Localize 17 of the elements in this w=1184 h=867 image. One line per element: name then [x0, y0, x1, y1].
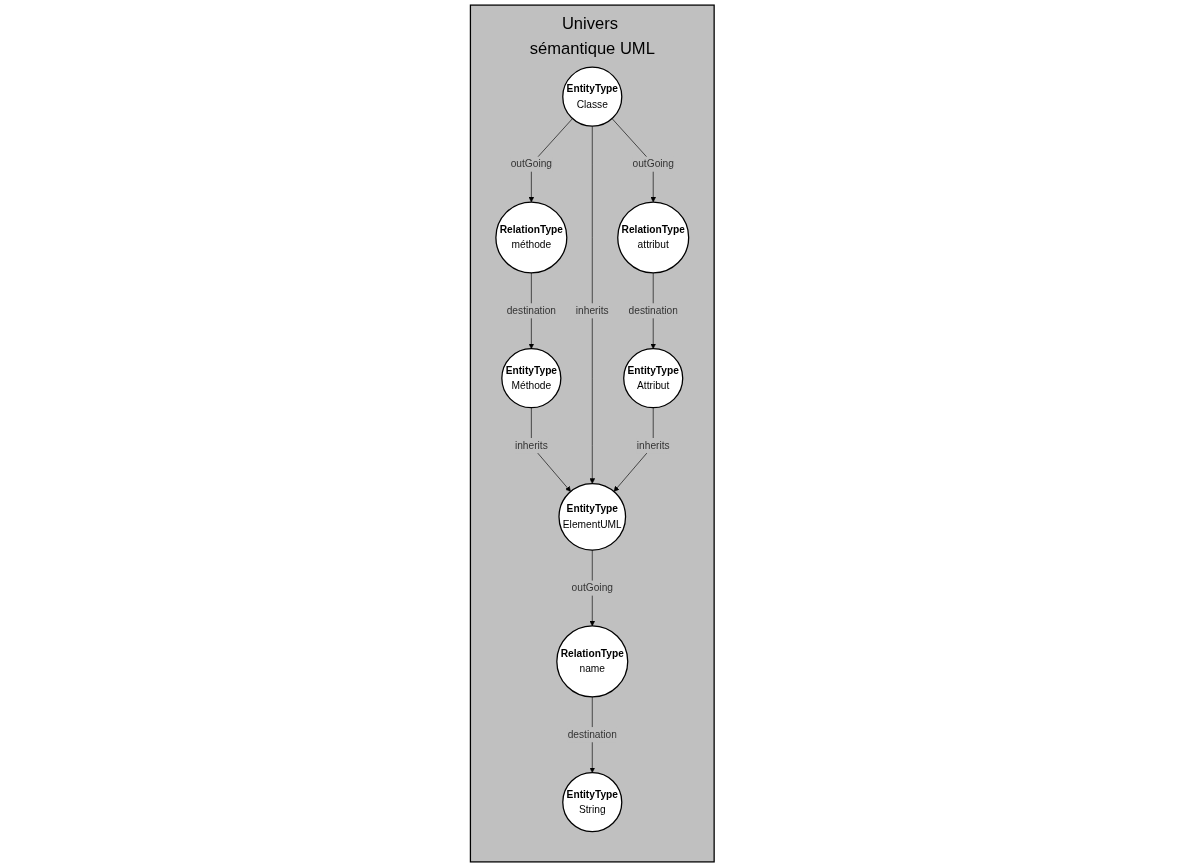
edge-label: outGoing — [632, 158, 674, 170]
node-circle: EntityType String — [561, 772, 623, 833]
node-circle: RelationType méthode — [495, 201, 568, 274]
edge-label: destination — [506, 305, 556, 316]
edge-label: outGoing — [510, 158, 552, 170]
edge-label: outGoing — [571, 582, 613, 594]
edge-label: inherits — [575, 305, 609, 316]
edge-label: destination — [628, 305, 678, 316]
node-circle: RelationType attribut — [616, 201, 689, 274]
edge-label: inherits — [514, 439, 548, 451]
node-circle: EntityType Attribut — [622, 348, 684, 409]
edge-label: inherits — [636, 439, 670, 451]
node-circle: EntityType Méthode — [500, 348, 562, 409]
node-circle: RelationType name — [555, 625, 629, 698]
edge-label: destination — [567, 729, 617, 740]
node-circle: EntityType Classe — [561, 66, 623, 127]
node-circle: EntityType ElementUML — [558, 482, 626, 551]
